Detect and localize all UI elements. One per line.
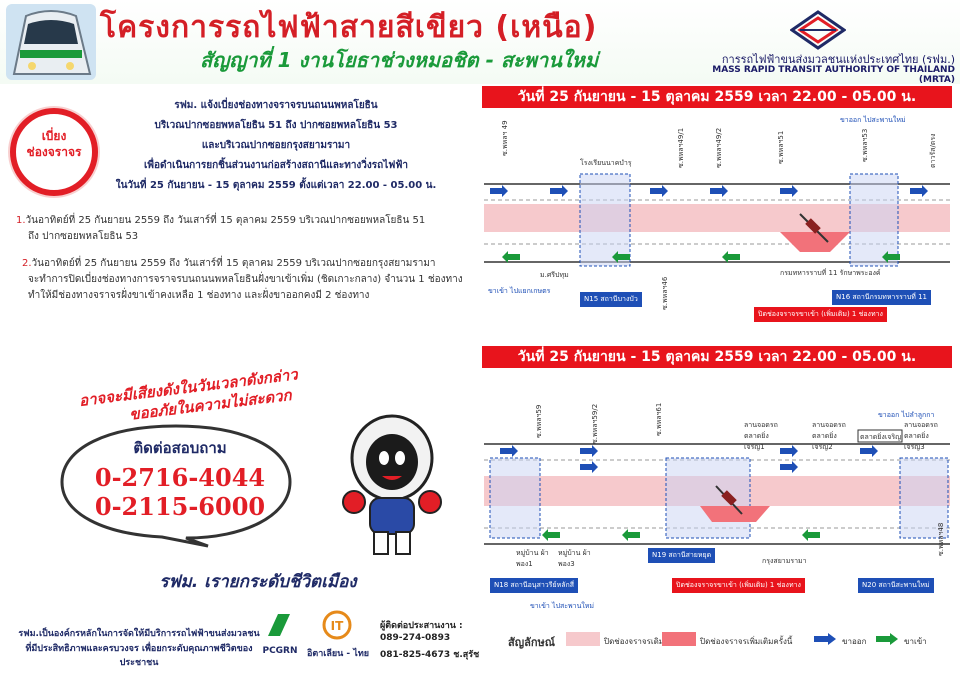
outbound-arrow-icon xyxy=(814,633,836,645)
diagram2-top-label: ตลาดยิ่งเจริญ xyxy=(860,433,902,441)
detour-badge xyxy=(10,108,98,196)
diagram1-top-label: ซ.พหลฯ49/2 xyxy=(715,127,723,168)
contact-title: ผู้ติดต่อประสานงาน : xyxy=(380,621,463,631)
item-text: วันอาทิตย์ที่ 25 กันยายน 2559 ถึง วันเสา… xyxy=(25,215,426,226)
legend-swatch-original xyxy=(566,632,600,646)
diagram2-top-label: ลานจอดรถ ตลาดยิ่งเจริญ3 xyxy=(904,421,938,451)
contact-phone-1[interactable]: 089-274-0893 xyxy=(380,633,451,643)
phone-number-1[interactable]: 0-2716-4044 xyxy=(94,463,266,492)
diagram2-top-label: ลานจอดรถ ตลาดยิ่งเจริญ2 xyxy=(812,421,846,451)
diagram1-closed-lane-label: ปิดช่องจราจรขาเข้า (เพิ่มเติม) 1 ช่องทาง xyxy=(754,307,887,322)
item-text: จะทำการปิดเบี่ยงช่องทางการจราจรบนถนนพหลโ… xyxy=(28,274,463,285)
badge-line-2: ช่องจราจร xyxy=(26,145,82,159)
contact-phone-2[interactable]: 081-825-4673 ช.สุรัช xyxy=(380,650,480,660)
diagram2-station-n18: N18 สถานีอนุสาวรีย์หลักสี่ xyxy=(490,578,578,593)
footer-mission-2: ที่มีประสิทธิภาพและครบวงจร เพื่อยกระดับค… xyxy=(25,644,253,668)
detour-badge-text: เบี่ยง ช่องจราจร xyxy=(18,128,90,160)
legend-swatch-added xyxy=(662,632,696,646)
item-number: 1. xyxy=(16,215,26,226)
slogan: รฟม. เรายกระดับชีวิตเมือง xyxy=(159,572,357,592)
diagram2-date-bar: วันที่ 25 กันยายน - 15 ตุลาคม 2559 เวลา … xyxy=(482,346,952,368)
diagram1-inbound-label: ขาเข้า ไปแยกเกษตร xyxy=(488,287,551,295)
notice-line: และบริเวณปากซอยกรุงสยามรามา xyxy=(201,140,351,151)
svg-text:IT: IT xyxy=(331,619,344,633)
diagram1-station-n16: N16 สถานีกรมทหารราบที่ 11 xyxy=(832,290,932,305)
footer-mission-1: รฟม.เป็นองค์กรหลักในการจัดให้มีบริการรถไ… xyxy=(18,629,260,639)
item-number: 2. xyxy=(22,258,32,269)
legend-label-original: ปิดช่องจราจรเดิม xyxy=(604,637,665,646)
italian-thai-logo-icon: IT xyxy=(322,610,352,640)
diagram2-closed-lane-label: ปิดช่องจราจรขาเข้า (เพิ่มเติม) 1 ช่องทาง xyxy=(672,578,805,593)
diagram2-road-map xyxy=(484,429,950,545)
legend-label-outbound: ขาออก xyxy=(842,637,867,646)
diagram1-bottom-label: ม.ศรีปทุม xyxy=(540,271,569,279)
notice-line: เพื่อดำเนินการยกชิ้นส่วนงานก่อสร้างสถานี… xyxy=(143,160,409,171)
notice-line: บริเวณปากซอยพหลโยธิน 51 ถึง ปากซอยพหลโยธ… xyxy=(154,120,398,131)
diagram2-outbound-label: ขาออก ไปลำลูกกา xyxy=(878,411,935,419)
legend-label-added: ปิดช่องจราจรเพิ่มเติมครั้งนี้ xyxy=(700,637,793,646)
notice-line: ในวันที่ 25 กันยายน - 15 ตุลาคม 2559 ตั้… xyxy=(115,180,437,191)
diagram2-top-label: ลานจอดรถ ตลาดยิ่งเจริญ1 xyxy=(744,421,778,451)
diagram1-bottom-label: กรมทหารราบที่ 11 รักษาพระองค์ xyxy=(780,269,881,277)
item-text: ถึง ปากซอยพหลโยธิน 53 xyxy=(28,231,139,242)
italian-thai-label: อิตาเลียน - ไทย xyxy=(306,649,370,659)
item-text: ทำให้มีช่องทางจราจรฝั่งขาเข้าคงเหลือ 1 ช… xyxy=(28,290,370,301)
diagram2-station-n19: N19 สถานีสายหยุด xyxy=(648,548,716,563)
diagram2-bottom-label: ซ.พหลฯ48 xyxy=(937,522,945,556)
diagram2-station-n20: N20 สถานีสะพานใหม่ xyxy=(858,578,934,593)
legend-title: สัญลักษณ์ xyxy=(508,636,555,649)
pcgrn-label: PCGRN xyxy=(262,646,298,656)
diagram1-top-label: โรงเรียนนาคบำรุ xyxy=(580,159,632,167)
contact-label: ติดต่อสอบถาม xyxy=(133,439,227,457)
diagram1-date-bar: วันที่ 25 กันยายน - 15 ตุลาคม 2559 เวลา … xyxy=(482,86,952,108)
speech-bubble xyxy=(60,424,292,548)
badge-line-1: เบี่ยง xyxy=(41,129,67,143)
page-subtitle: สัญญาที่ 1 งานโยธาช่วงหมอชิต - สะพานใหม่ xyxy=(200,48,599,72)
diagram2-inbound-label: ขาเข้า ไปสะพานใหม่ xyxy=(530,602,595,610)
diagram2-bottom-label: หมู่บ้าน ผ้าพอง3 xyxy=(558,549,591,568)
header-band xyxy=(0,0,960,84)
diagram1-station-n15: N15 สถานีบางบัว xyxy=(580,292,642,307)
diagram2-top-label: ซ.พหลฯ61 xyxy=(655,402,663,436)
skytrain-image xyxy=(6,4,96,80)
diagram2-bottom-label: หมู่บ้าน ผ้าพอง1 xyxy=(516,549,549,568)
diagram1-outbound-label: ขาออก ไปสะพานใหม่ xyxy=(840,116,906,124)
legend-label-inbound: ขาเข้า xyxy=(904,637,927,646)
diagram2-bottom-label: กรุงสยามรามา xyxy=(762,557,807,565)
item-text: วันอาทิตย์ที่ 25 กันยายน 2559 ถึง วันเสา… xyxy=(31,258,436,269)
diagram2-top-label: ซ.พหลฯ59 xyxy=(535,404,543,438)
pcgrn-logo-icon xyxy=(268,614,290,636)
diagram1-top-label: ซ.พหลฯ53 xyxy=(861,128,869,162)
diagram2-top-label: ซ.พหลฯ59/2 xyxy=(591,403,599,444)
diagram1-bottom-label: ซ.พหลฯ46 xyxy=(661,276,669,310)
org-name-english: MASS RAPID TRANSIT AUTHORITY OF THAILAND… xyxy=(712,65,955,85)
org-name-thai: การรถไฟฟ้าขนส่งมวลชนแห่งประเทศไทย (รฟม.) xyxy=(721,53,955,66)
page-title: โครงการรถไฟฟ้าสายสีเขียว (เหนือ) xyxy=(100,10,598,45)
diagram1-top-label: ตาวรัส/ตรง xyxy=(929,133,937,168)
inbound-arrow-icon xyxy=(876,633,898,645)
mascot-image xyxy=(342,414,442,555)
diagram1-top-label: ซ.พหลฯ49/1 xyxy=(677,127,685,168)
diagram1-road-map xyxy=(484,173,950,267)
notice-item-2: 2.วันอาทิตย์ที่ 25 กันยายน 2559 ถึง วันเ… xyxy=(22,256,472,304)
diagram1-top-label: ซ.พหลฯ51 xyxy=(777,130,785,164)
phone-number-2[interactable]: 0-2115-6000 xyxy=(94,492,266,521)
mrta-logo-icon xyxy=(790,10,846,50)
notice-line: รฟม. แจ้งเบี่ยงช่องทางจราจรบนถนนพหลโยธิน xyxy=(174,100,378,111)
diagram1-top-label: ซ.พหลฯ 49 xyxy=(501,120,509,156)
notice-item-1: 1.วันอาทิตย์ที่ 25 กันยายน 2559 ถึง วันเ… xyxy=(16,213,466,245)
